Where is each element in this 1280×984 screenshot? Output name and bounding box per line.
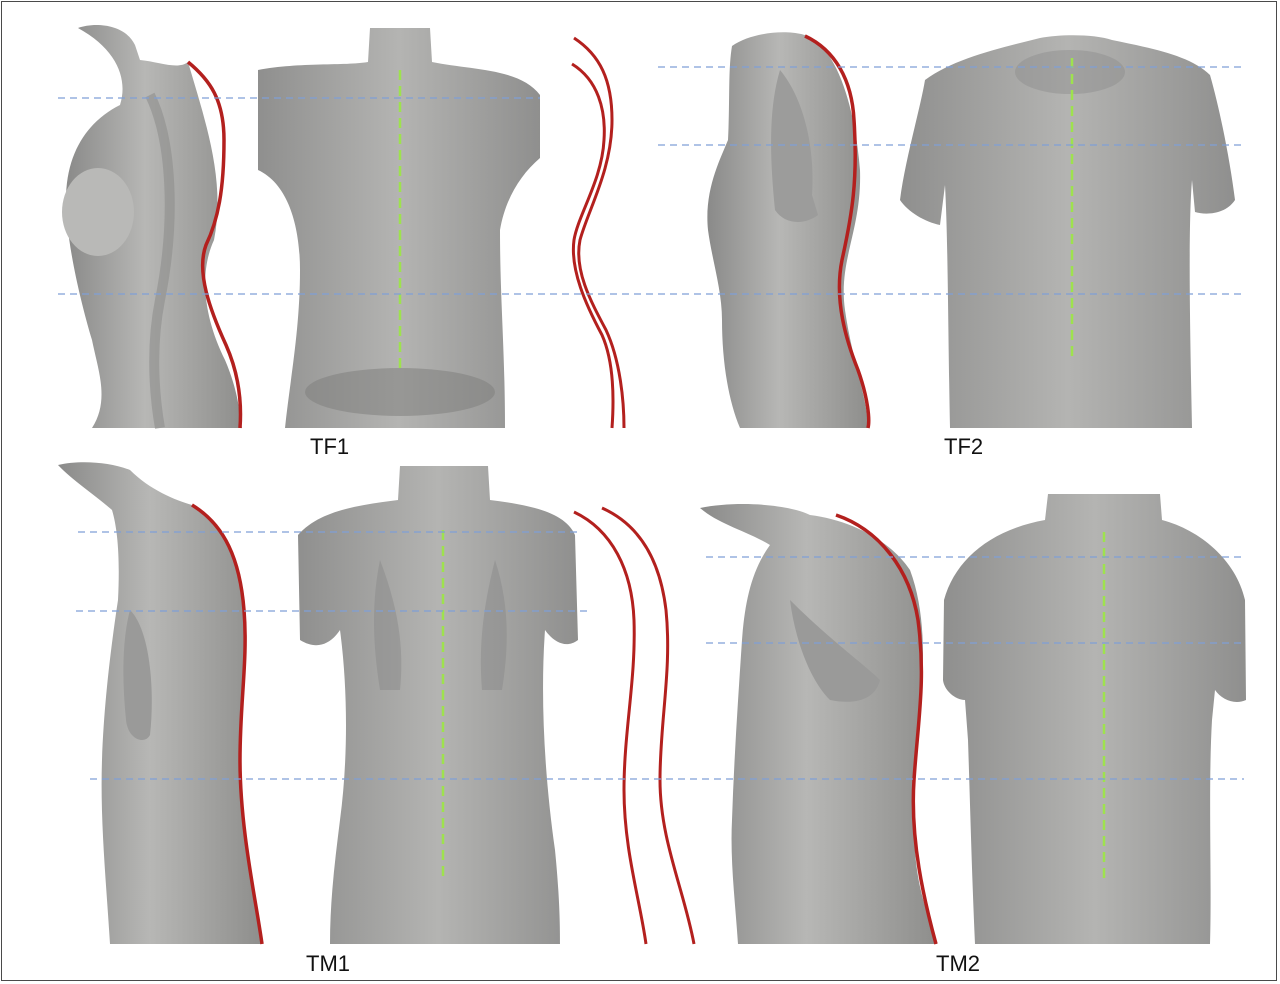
tm1-side-torso [58,462,262,944]
tf1-chest-shape [62,168,134,256]
tf1-waist-shadow [305,368,495,416]
tm2-back-torso [943,494,1246,944]
panel-label-tf2: TF2 [944,434,983,460]
tm1-back-torso [298,466,578,944]
tf2-back-torso [900,35,1235,428]
tf2-side-torso [707,32,868,428]
tm1-curve-outline-a [602,508,694,944]
tm1-curve-outline-b [574,512,646,944]
panel-label-tm1: TM1 [306,951,350,977]
tf2-shoulder-shadow [1015,50,1125,94]
panel-label-tm2: TM2 [936,951,980,977]
panel-label-tf1: TF1 [310,434,349,460]
